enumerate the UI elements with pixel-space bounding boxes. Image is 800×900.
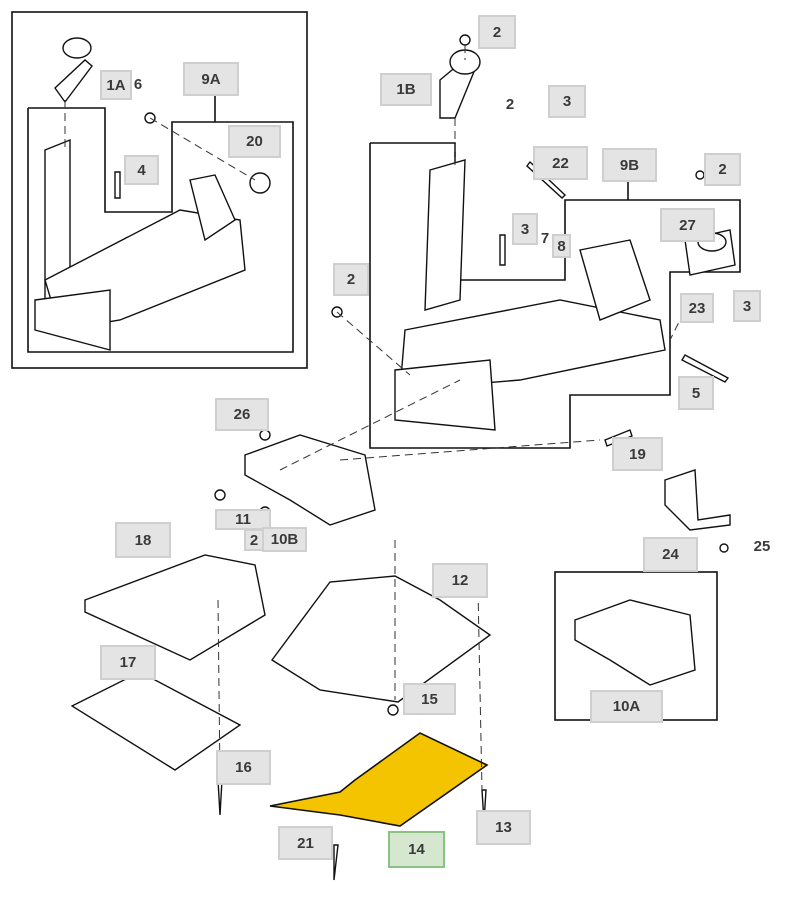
callout-19[interactable]: 19 (612, 437, 663, 471)
callout-24[interactable]: 24 (643, 537, 698, 572)
mount-bracket-10a (574, 599, 696, 686)
callout-18[interactable]: 18 (115, 522, 171, 558)
callout-12[interactable]: 12 (432, 563, 488, 598)
callout-3[interactable]: 3 (548, 85, 586, 118)
callout-3[interactable]: 3 (733, 290, 761, 322)
callout-9a[interactable]: 9A (183, 62, 239, 96)
callout-11[interactable]: 11 (215, 509, 271, 530)
callout-5[interactable]: 5 (678, 376, 714, 410)
callout-21[interactable]: 21 (278, 826, 333, 860)
shield-17 (70, 671, 242, 771)
callout-2[interactable]: 2 (333, 263, 369, 296)
callout-9b[interactable]: 9B (602, 148, 657, 182)
shield-18 (84, 554, 266, 661)
callout-1a[interactable]: 1A (100, 70, 132, 100)
callout-14-selected[interactable]: 14 (388, 831, 445, 868)
callout-20[interactable]: 20 (228, 125, 281, 158)
callout-2[interactable]: 2 (244, 529, 264, 551)
callout-26[interactable]: 26 (215, 398, 269, 431)
callout-3[interactable]: 3 (512, 213, 538, 245)
callout-2[interactable]: 2 (505, 95, 515, 113)
callout-10a[interactable]: 10A (590, 690, 663, 723)
bracket-24 (664, 469, 731, 553)
frame-9a-outline (27, 107, 294, 353)
callout-17[interactable]: 17 (100, 645, 156, 680)
callout-4[interactable]: 4 (124, 155, 159, 185)
callout-25[interactable]: 25 (753, 537, 771, 555)
shield-12 (270, 575, 492, 703)
callout-7[interactable]: 7 (540, 229, 550, 247)
callout-1b[interactable]: 1B (380, 73, 432, 106)
frame-assembly-1b (331, 34, 736, 431)
callout-16[interactable]: 16 (216, 750, 271, 785)
callout-22[interactable]: 22 (533, 146, 588, 180)
callout-8[interactable]: 8 (552, 234, 571, 258)
frame-assembly-1a (34, 37, 271, 351)
shield-14-highlighted[interactable] (269, 732, 489, 827)
callout-27[interactable]: 27 (660, 208, 715, 242)
callout-2[interactable]: 2 (704, 153, 741, 186)
callout-23[interactable]: 23 (680, 293, 714, 323)
callout-6[interactable]: 6 (133, 75, 143, 93)
inset-frame-1a (11, 11, 308, 369)
callout-2[interactable]: 2 (478, 15, 516, 49)
callout-15[interactable]: 15 (403, 683, 456, 715)
callout-10b[interactable]: 10B (262, 527, 307, 552)
callout-13[interactable]: 13 (476, 810, 531, 845)
